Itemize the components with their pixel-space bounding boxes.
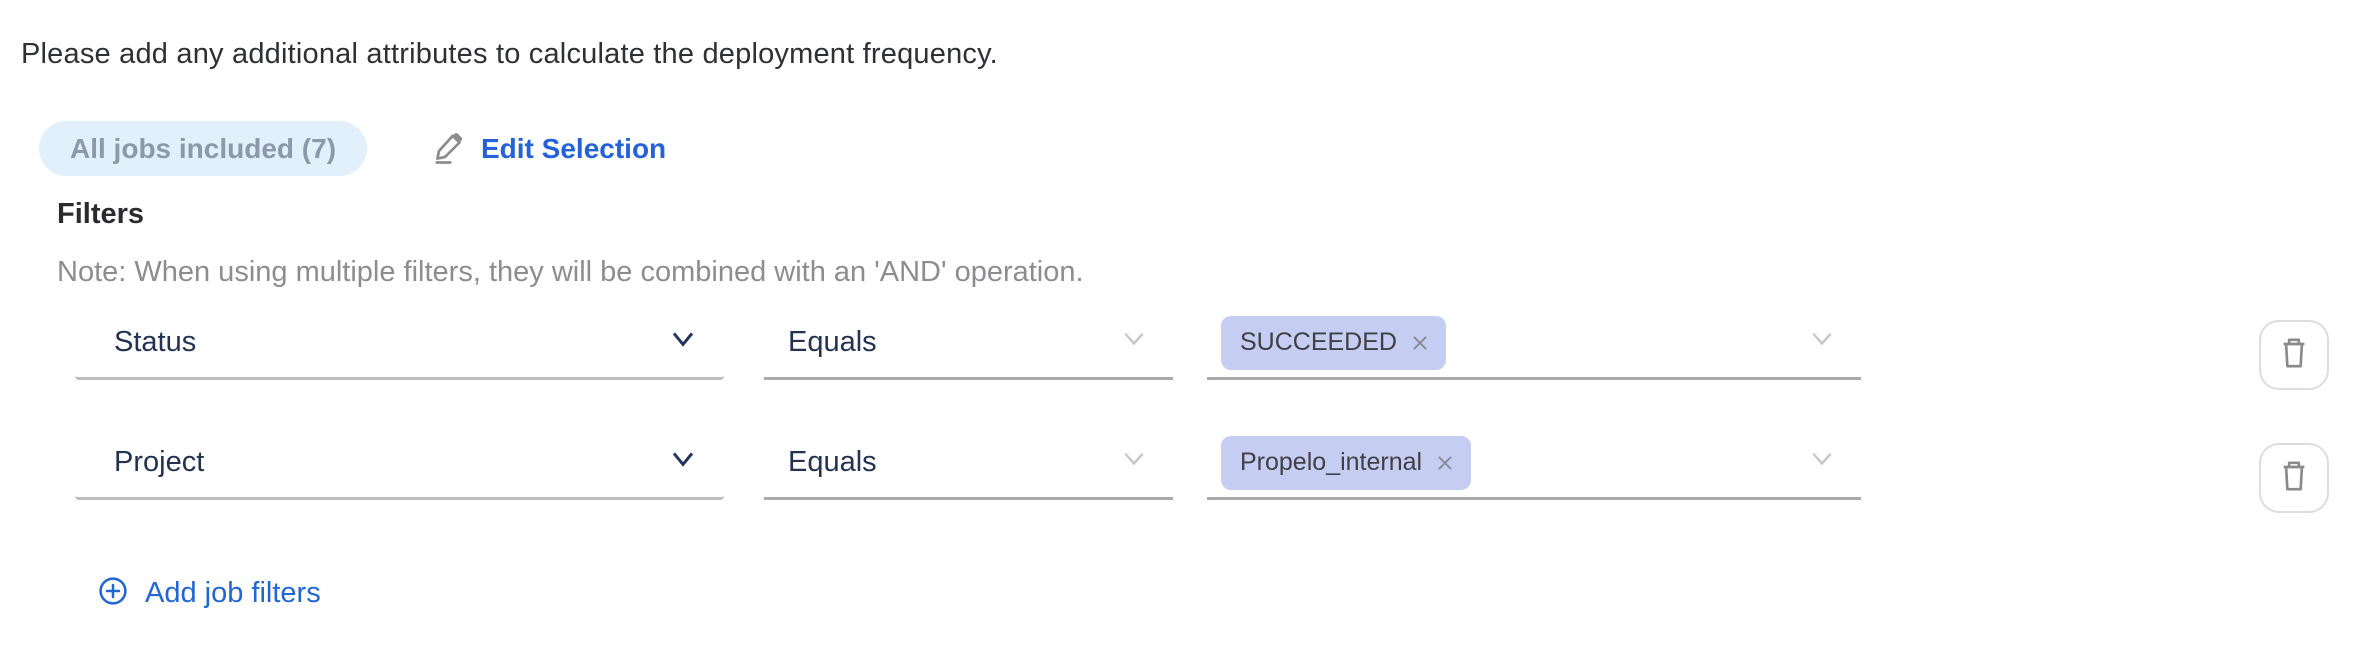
remove-value-icon[interactable] <box>1410 333 1430 353</box>
edit-selection-button[interactable]: Edit Selection <box>432 121 666 176</box>
filter-row: Status Equals SUCCEEDED <box>0 308 2376 380</box>
edit-selection-label: Edit Selection <box>481 132 667 164</box>
chevron-down-icon <box>1807 329 1837 354</box>
operator-select-value: Equals <box>788 326 877 358</box>
value-tag: SUCCEEDED <box>1221 315 1446 370</box>
filter-row: Project Equals Propelo_internal <box>0 428 2376 500</box>
filters-heading: Filters <box>57 198 145 230</box>
intro-text: Please add any additional attributes to … <box>21 38 998 70</box>
attribute-select-value: Project <box>114 446 205 478</box>
trash-icon <box>2277 335 2311 376</box>
chevron-down-icon <box>1807 449 1837 474</box>
add-job-filters-label: Add job filters <box>145 577 321 609</box>
attribute-select-value: Status <box>114 326 197 358</box>
attribute-select[interactable]: Project <box>75 428 724 500</box>
trash-icon <box>2277 458 2311 499</box>
chevron-down-icon <box>666 448 700 475</box>
edit-pencil-icon <box>432 128 468 169</box>
chevron-down-icon <box>1119 449 1149 474</box>
remove-value-icon[interactable] <box>1435 453 1455 473</box>
jobs-included-label: All jobs included (7) <box>70 132 337 164</box>
attribute-select[interactable]: Status <box>75 308 724 380</box>
values-multiselect[interactable]: SUCCEEDED <box>1207 308 1861 380</box>
value-tag-label: SUCCEEDED <box>1240 328 1397 356</box>
chevron-down-icon <box>1119 329 1149 354</box>
delete-filter-button[interactable] <box>2259 320 2329 390</box>
operator-select[interactable]: Equals <box>764 308 1173 380</box>
filters-note: Note: When using multiple filters, they … <box>57 256 1084 288</box>
values-multiselect[interactable]: Propelo_internal <box>1207 428 1861 500</box>
value-tag-label: Propelo_internal <box>1240 448 1423 476</box>
plus-circle-icon <box>97 575 129 612</box>
operator-select-value: Equals <box>788 446 877 478</box>
jobs-included-badge: All jobs included (7) <box>39 121 368 176</box>
value-tag: Propelo_internal <box>1221 435 1472 490</box>
delete-filter-button[interactable] <box>2259 443 2329 513</box>
chevron-down-icon <box>666 328 700 355</box>
operator-select[interactable]: Equals <box>764 428 1173 500</box>
add-job-filters-button[interactable]: Add job filters <box>97 575 321 612</box>
